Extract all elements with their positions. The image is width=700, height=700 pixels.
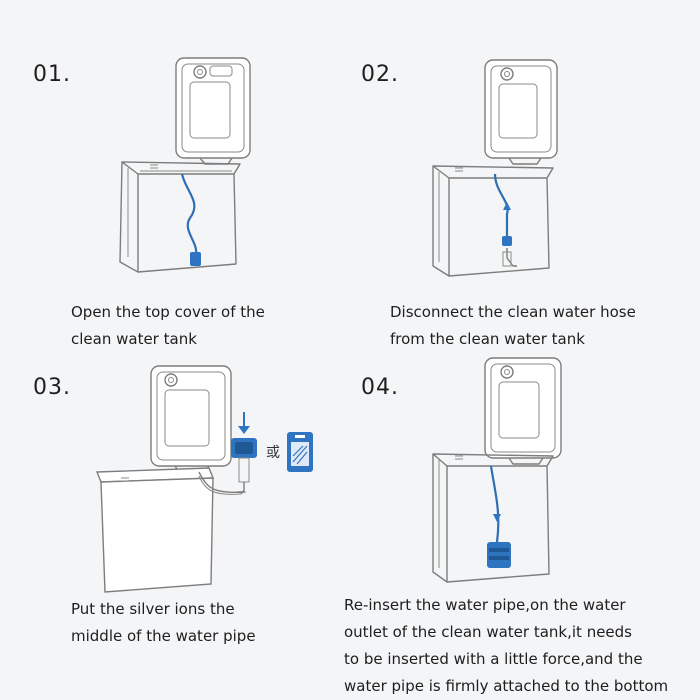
step-4-caption-line-1: Re-insert the water pipe,on the water bbox=[344, 596, 626, 614]
step-2-number: 02. bbox=[361, 62, 399, 87]
step-3-caption-line-2: middle of the water pipe bbox=[71, 627, 256, 645]
step-4-illustration bbox=[432, 357, 562, 583]
step-3-caption: Put the silver ions the middle of the wa… bbox=[71, 596, 256, 650]
step-3-caption-line-1: Put the silver ions the bbox=[71, 600, 235, 618]
step-2-caption: Disconnect the clean water hose from the… bbox=[390, 299, 636, 353]
disconnect-arrow-icon bbox=[503, 202, 511, 210]
open-lid bbox=[175, 57, 251, 165]
step-1-caption-line-2: clean water tank bbox=[71, 330, 197, 348]
water-tank bbox=[95, 467, 215, 593]
water-hose bbox=[489, 465, 500, 543]
open-lid bbox=[484, 357, 562, 465]
water-hose bbox=[180, 173, 198, 255]
step-1-illustration bbox=[119, 57, 251, 273]
step-4-number: 04. bbox=[361, 375, 399, 400]
step-4-caption-line-2: outlet of the clean water tank,it needs bbox=[344, 623, 632, 641]
hose-filter bbox=[190, 252, 201, 266]
water-tank bbox=[432, 165, 554, 277]
or-label: 或 bbox=[266, 445, 280, 461]
water-pipe bbox=[198, 471, 246, 494]
silver-ion-cartridge bbox=[231, 438, 257, 495]
water-tank bbox=[119, 161, 241, 273]
step-2-caption-line-1: Disconnect the clean water hose bbox=[390, 303, 636, 321]
silver-ion-packet bbox=[287, 432, 313, 472]
step-1-number: 01. bbox=[33, 62, 71, 87]
step-4-caption-line-3: to be inserted with a little force,and t… bbox=[344, 650, 643, 668]
insert-arrow-icon bbox=[493, 514, 501, 522]
step-4-caption: Re-insert the water pipe,on the water ou… bbox=[344, 592, 668, 700]
step-2-caption-line-2: from the clean water tank bbox=[390, 330, 585, 348]
open-lid bbox=[484, 59, 558, 165]
water-hose bbox=[493, 173, 509, 242]
step-2-illustration bbox=[432, 59, 558, 277]
step-4-caption-line-4: water pipe is firmly attached to the bot… bbox=[344, 677, 669, 695]
step-3-illustration: 或 bbox=[95, 365, 313, 593]
filter-at-bottom bbox=[487, 542, 511, 568]
insert-arrow-icon bbox=[238, 412, 250, 434]
step-3-number: 03. bbox=[33, 375, 71, 400]
water-tank bbox=[432, 453, 554, 583]
open-lid bbox=[150, 365, 232, 473]
step-1-caption: Open the top cover of the clean water ta… bbox=[71, 299, 265, 353]
hose-connector bbox=[502, 236, 512, 246]
step-1-caption-line-1: Open the top cover of the bbox=[71, 303, 265, 321]
